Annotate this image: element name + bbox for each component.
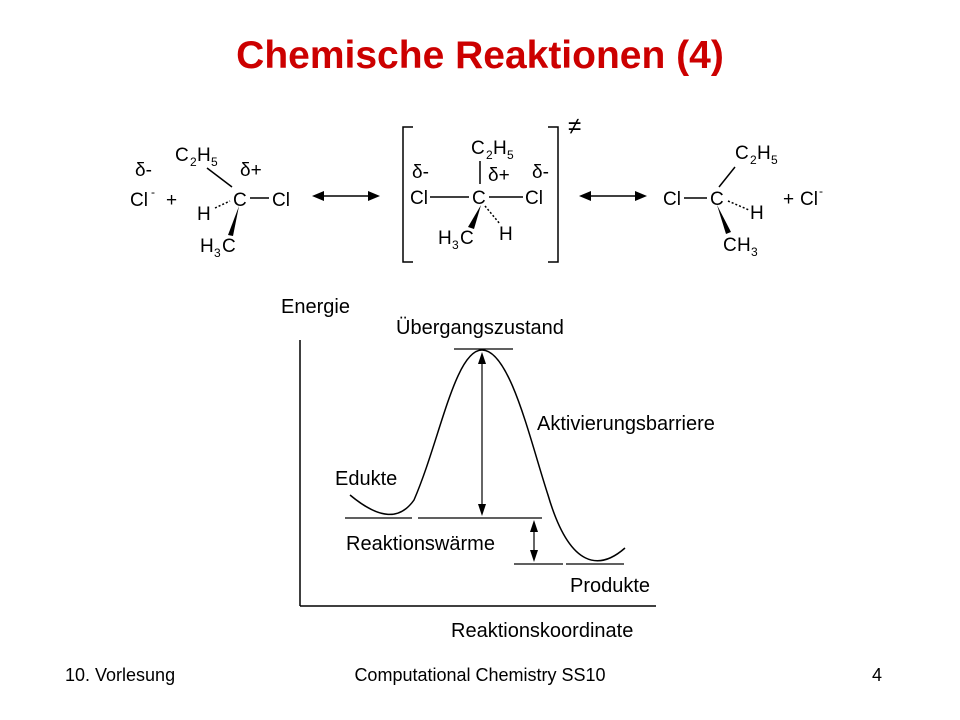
ts-left-cl: Cl xyxy=(410,188,428,209)
reactant-ethyl-sub1: 2 xyxy=(190,155,197,169)
products-label: Produkte xyxy=(570,575,650,597)
ts-methyl-c: C xyxy=(460,228,474,249)
product-structure: C 2 H 5 Cl C H C H 3 + Cl - xyxy=(663,143,823,259)
reaction-heat-label: Reaktionswärme xyxy=(346,533,495,555)
reactant-hydrogen: H xyxy=(197,204,211,225)
reactant-methyl-sub: 3 xyxy=(214,246,221,260)
educts-label: Edukte xyxy=(335,468,397,490)
ts-methyl-h: H xyxy=(438,228,452,249)
reactant-leaving-group: Cl xyxy=(272,190,290,211)
x-axis-label: Reaktionskoordinate xyxy=(451,620,633,642)
ts-ethyl-sub1: 2 xyxy=(486,148,493,162)
ts-hydrogen: H xyxy=(499,224,513,245)
reactant-nucleophile: Cl xyxy=(130,190,148,211)
reactant-carbon-partial: δ+ xyxy=(240,160,262,181)
ts-ethyl-sub2: 5 xyxy=(507,148,514,162)
reactant-nucleophile-charge: - xyxy=(151,185,155,199)
ts-left-partial: δ- xyxy=(412,162,429,183)
product-methyl-sub: 3 xyxy=(751,245,758,259)
product-plus: + xyxy=(783,189,794,210)
reactant-plus: + xyxy=(166,190,177,211)
footer-page-number: 4 xyxy=(872,665,883,685)
energy-profile-curve xyxy=(349,349,626,562)
ts-carbon: C xyxy=(472,188,486,209)
reactant-methyl-c: C xyxy=(222,236,236,257)
activation-barrier-label: Aktivierungsbarriere xyxy=(537,413,715,435)
product-ethyl-sub1: 2 xyxy=(750,153,757,167)
ts-carbon-partial: δ+ xyxy=(488,165,510,186)
ts-right-partial: δ- xyxy=(532,162,549,183)
product-ethyl-sub2: 5 xyxy=(771,153,778,167)
product-ethyl-c: C xyxy=(735,143,749,164)
product-methyl-h: H xyxy=(737,235,751,256)
product-ethyl-h: H xyxy=(757,143,771,164)
product-cl-ion: Cl xyxy=(800,189,818,210)
y-axis-label: Energie xyxy=(281,296,350,318)
energy-diagram: Energie Reaktionskoordinate Übergangszus… xyxy=(281,296,715,642)
reactant-carbon: C xyxy=(233,190,247,211)
slide-title: Chemische Reaktionen (4) xyxy=(236,34,724,77)
reactant-methyl-h: H xyxy=(200,236,214,257)
product-cl: Cl xyxy=(663,189,681,210)
equilibrium-arrow-right xyxy=(579,191,647,201)
reactant-ethyl-h: H xyxy=(197,145,211,166)
product-hydrogen: H xyxy=(750,203,764,224)
ts-ethyl-h: H xyxy=(493,138,507,159)
reactant-structure: δ- Cl - + C 2 H 5 δ+ C Cl H H 3 C xyxy=(130,145,290,260)
transition-state-structure: ≠ C 2 H 5 δ- δ- δ+ Cl C Cl H 3 C H xyxy=(402,113,581,263)
ts-ethyl-c: C xyxy=(471,138,485,159)
transition-state-symbol: ≠ xyxy=(568,113,581,140)
reactant-ethyl-c: C xyxy=(175,145,189,166)
footer-course: Computational Chemistry SS10 xyxy=(354,665,606,685)
reactant-ethyl-sub2: 5 xyxy=(211,155,218,169)
product-carbon: C xyxy=(710,189,724,210)
ts-methyl-sub: 3 xyxy=(452,238,459,252)
product-methyl-c: C xyxy=(723,235,737,256)
footer-lecture: 10. Vorlesung xyxy=(65,665,176,685)
ts-right-cl: Cl xyxy=(525,188,543,209)
product-cl-charge: - xyxy=(819,184,823,198)
transition-state-label: Übergangszustand xyxy=(396,317,564,339)
reactant-nucleophile-partial: δ- xyxy=(135,160,152,181)
equilibrium-arrow-left xyxy=(312,191,380,201)
